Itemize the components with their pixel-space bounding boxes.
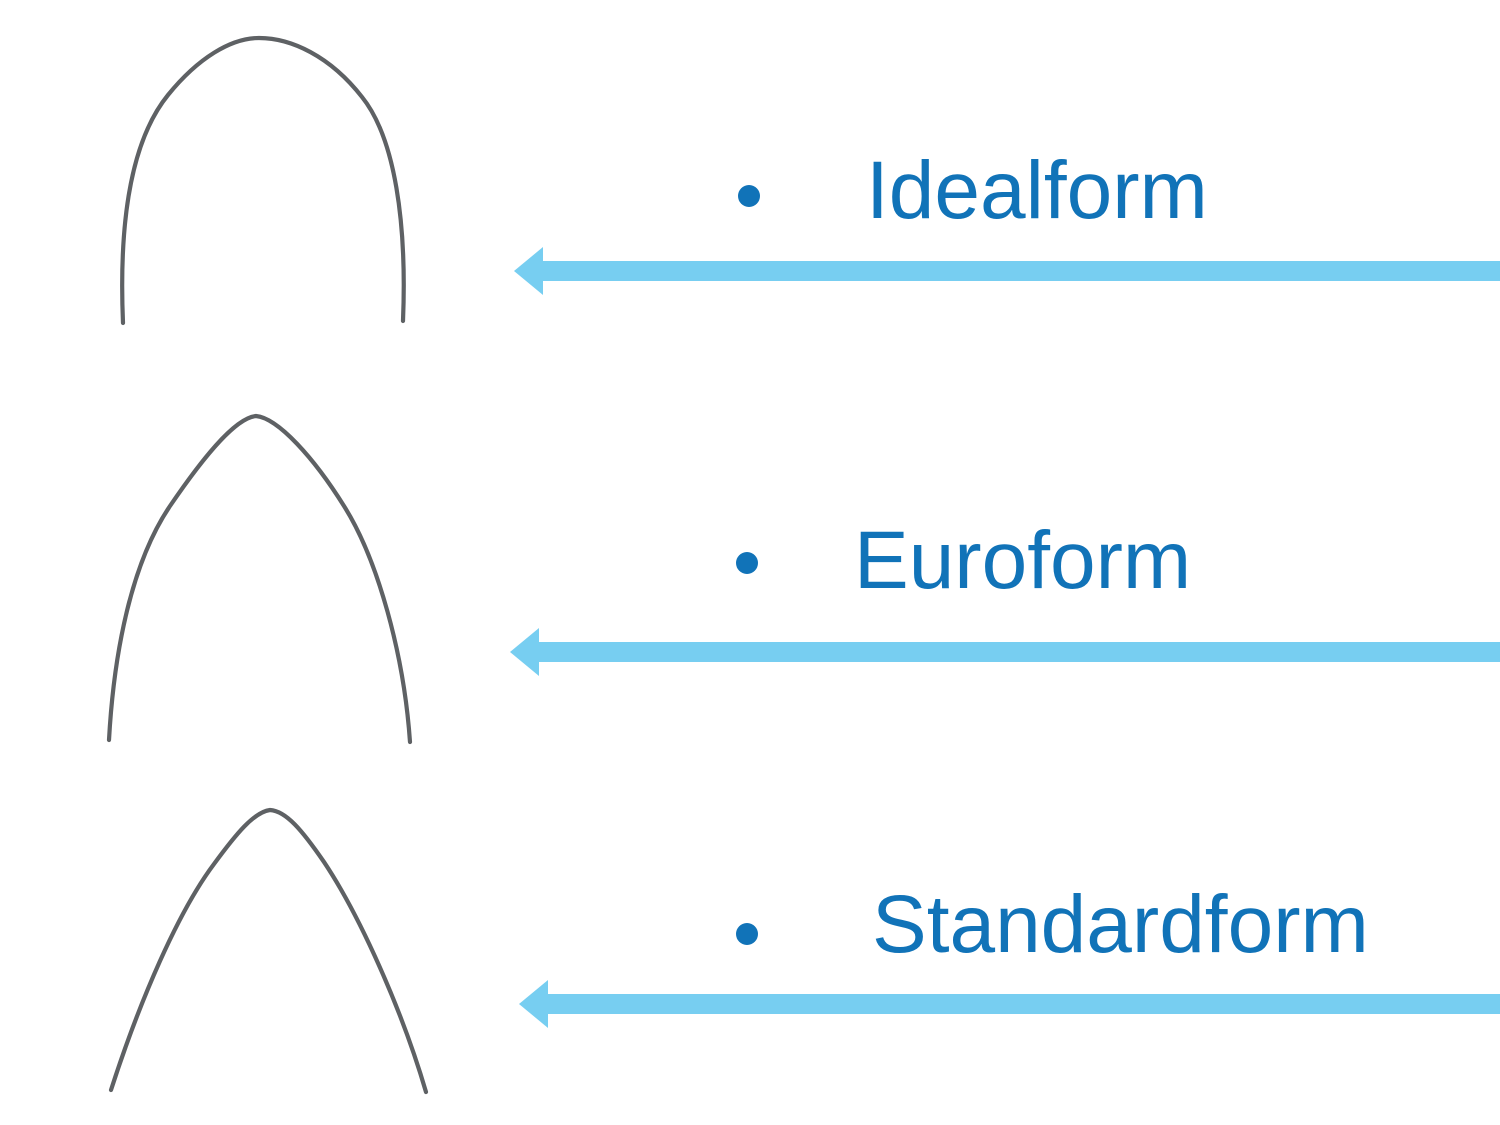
left-arrow-shaft xyxy=(538,642,1500,662)
euro-archform-wire-icon xyxy=(106,413,413,745)
row-label-idealform: Idealform xyxy=(866,145,1208,236)
filled-circle-bullet-icon xyxy=(736,552,758,574)
filled-circle-bullet-icon xyxy=(736,923,758,945)
left-arrow-icon xyxy=(519,980,1500,1028)
row-label-standardform: Standardform xyxy=(872,879,1369,970)
standard-archform-wire-icon xyxy=(108,807,429,1095)
left-arrow-icon xyxy=(510,628,1500,676)
row-label-euroform: Euroform xyxy=(854,515,1192,606)
left-arrow-shaft xyxy=(542,261,1500,281)
left-arrow-shaft xyxy=(547,994,1500,1014)
left-arrow-head xyxy=(519,980,548,1028)
filled-circle-bullet-icon xyxy=(738,185,760,207)
left-arrow-icon xyxy=(514,247,1500,295)
left-arrow-head xyxy=(510,628,539,676)
ideal-archform-wire-icon xyxy=(120,35,406,326)
left-arrow-head xyxy=(514,247,543,295)
